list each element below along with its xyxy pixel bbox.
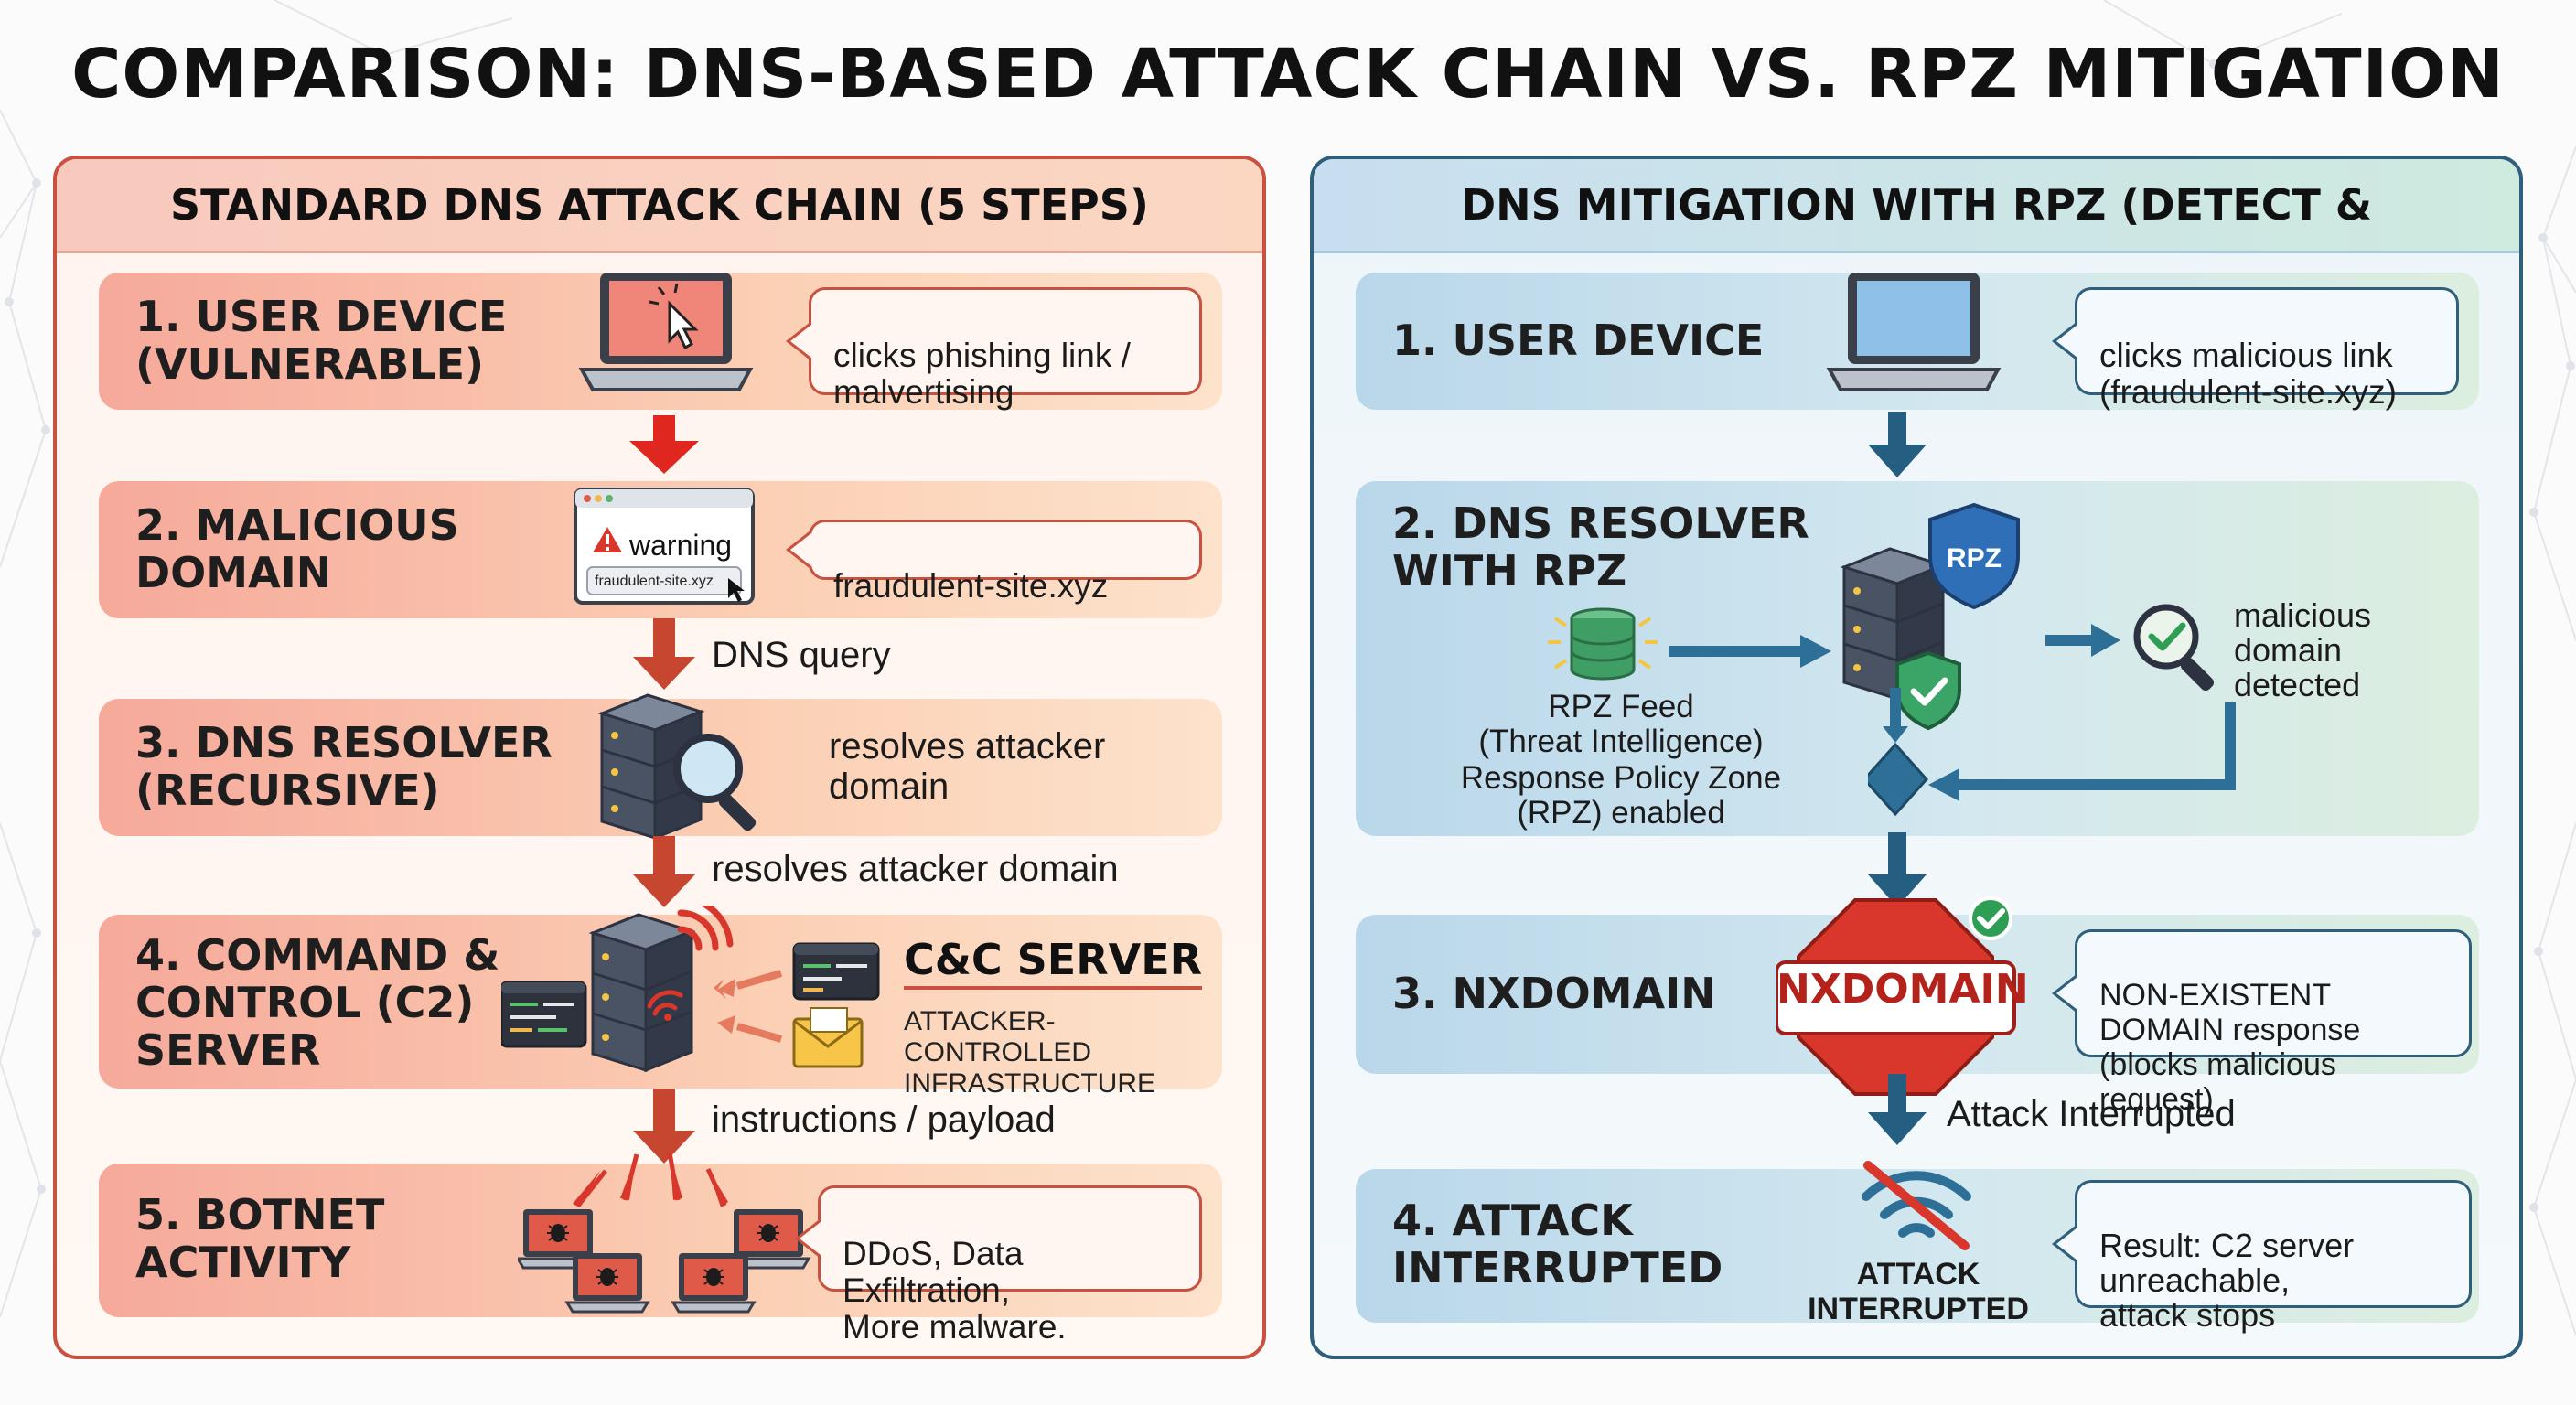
rpz-feed-label: RPZ Feed (Threat Intelligence) xyxy=(1478,689,1764,759)
attack-step-c2-server: 4. COMMAND & CONTROL (C2) SERVER xyxy=(99,906,1222,1099)
rpz-arrow-2 xyxy=(1868,832,1927,907)
cc-server-title: C&C SERVER xyxy=(904,935,1203,990)
attack-step-label: 4. COMMAND & CONTROL (C2) SERVER xyxy=(135,930,500,1075)
laptop-click-icon xyxy=(574,267,757,404)
laptop-icon xyxy=(1822,267,2005,404)
rpz-shield-text: RPZ xyxy=(1947,543,2002,574)
botnet-laptops-icon xyxy=(518,1134,820,1314)
address-bar-url: fraudulent-site.xyz xyxy=(595,574,714,589)
rpz-arrow-1 xyxy=(1868,412,1927,477)
c2-server-icon xyxy=(501,906,895,1089)
detection-label: malicious domain detected xyxy=(2234,596,2372,703)
attack-step-note: resolves attacker domain xyxy=(829,726,1106,807)
warning-text: warning xyxy=(629,529,733,562)
rpz-arrow-3 xyxy=(1868,1074,1927,1145)
attack-step-label: 1. USER DEVICE (VULNERABLE) xyxy=(135,292,508,389)
attack-step-label: 2. MALICIOUS DOMAIN xyxy=(135,500,459,597)
rpz-detect-arrow xyxy=(2045,624,2120,657)
rpz-step-user-device: 1. USER DEVICE clicks malicious link (fr… xyxy=(1356,273,2479,411)
attack-step-user-device: 1. USER DEVICE (VULNERABLE) clicks phish… xyxy=(99,273,1222,411)
rpz-step-nxdomain: 3. NXDOMAIN NXDOMAIN NON-EXISTENT DOMAIN… xyxy=(1356,896,2479,1117)
rpz-step-label: 3. NXDOMAIN xyxy=(1392,969,1716,1018)
detection-magnifier-icon xyxy=(2133,604,2215,692)
attack-step-callout: DDoS, Data Exfiltration, More malware. xyxy=(795,1185,1202,1346)
no-wifi-icon xyxy=(1862,1161,1971,1250)
attack-chain-header: STANDARD DNS ATTACK CHAIN (5 STEPS) xyxy=(57,159,1262,253)
rpz-resolver-icon xyxy=(1840,502,2020,731)
rpz-mitigation-panel: DNS MITIGATION WITH RPZ (DETECT & INTERR… xyxy=(1310,156,2523,1359)
rpz-feed-arrow xyxy=(1669,635,1831,668)
attack-arrow-3 xyxy=(633,836,695,907)
page-title: COMPARISON: DNS-BASED ATTACK CHAIN VS. R… xyxy=(71,35,2505,113)
attack-step-malicious-domain: 2. MALICIOUS DOMAIN warning fraudulent-s… xyxy=(99,481,1222,618)
cc-server-subtitle: ATTACKER-CONTROLLED INFRASTRUCTURE xyxy=(904,1006,1155,1099)
attack-step-botnet: 5. BOTNET ACTIVITY xyxy=(99,1152,1222,1346)
arrow-label-attack-interrupted: Attack Interrupted xyxy=(1947,1094,2236,1134)
rpz-step-callout: clicks malicious link (fraudulent-site.x… xyxy=(2052,287,2459,411)
attack-step-callout: fraudulent-site.xyz xyxy=(786,520,1202,605)
attack-interrupted-caption: ATTACK INTERRUPTED xyxy=(1808,1257,2029,1326)
attack-step-callout: clicks phishing link / malvertising xyxy=(786,287,1202,411)
rpz-step-label: 4. ATTACK INTERRUPTED xyxy=(1392,1196,1723,1292)
rpz-step-callout: Result: C2 server unreachable, attack st… xyxy=(2052,1180,2472,1333)
rpz-zone-label: Response Policy Zone (RPZ) enabled xyxy=(1460,760,1782,831)
attack-step-label: 5. BOTNET ACTIVITY xyxy=(135,1190,385,1287)
rpz-step-attack-interrupted: 4. ATTACK INTERRUPTED ATTACK INTERRUPTED… xyxy=(1356,1161,2479,1333)
browser-warning-icon: warning fraudulent-site.xyz xyxy=(573,487,756,606)
attack-step-label: 3. DNS RESOLVER (RECURSIVE) xyxy=(135,718,553,815)
arrow-label-instructions: instructions / payload xyxy=(712,1099,1056,1140)
arrow-label-resolves: resolves attacker domain xyxy=(712,849,1119,889)
rpz-step-label: 1. USER DEVICE xyxy=(1392,316,1765,365)
stop-sign-icon xyxy=(1776,896,2016,1096)
rpz-step-dns-resolver: 2. DNS RESOLVER WITH RPZ RPZ Feed (Threa… xyxy=(1356,481,2479,836)
attack-arrow-1 xyxy=(629,415,699,474)
attack-arrow-4 xyxy=(633,1089,695,1164)
rpz-mitigation-header: DNS MITIGATION WITH RPZ (DETECT & INTERR… xyxy=(1314,159,2519,321)
server-magnifier-icon xyxy=(593,688,767,843)
arrow-label-dns-query: DNS query xyxy=(712,635,891,675)
rpz-step-label: 2. DNS RESOLVER WITH RPZ xyxy=(1392,499,1809,595)
attack-arrow-2 xyxy=(633,618,695,690)
attack-step-dns-resolver: 3. DNS RESOLVER (RECURSIVE) resolves att… xyxy=(99,693,1222,841)
attack-chain-panel: STANDARD DNS ATTACK CHAIN (5 STEPS) 1. U… xyxy=(53,156,1266,1359)
nxdomain-sign-text: NXDOMAIN xyxy=(1776,966,2029,1013)
rpz-feed-database-icon xyxy=(1548,607,1658,681)
rpz-step-callout: NON-EXISTENT DOMAIN response (blocks mal… xyxy=(2052,929,2472,1117)
rpz-decision-flow xyxy=(1868,688,2236,817)
